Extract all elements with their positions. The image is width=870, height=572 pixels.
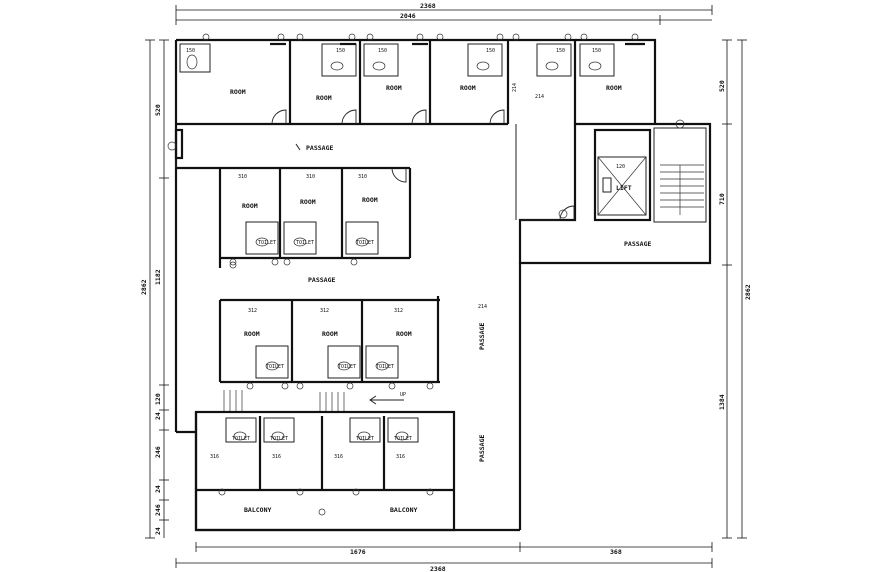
toilet-label-bot-1: TOILET bbox=[232, 436, 250, 442]
dim-label-bottom-right: 368 bbox=[610, 548, 622, 556]
room-label-mid-2: ROOM bbox=[300, 198, 316, 206]
middle-passage: PASSAGE bbox=[220, 261, 440, 302]
bath-size-top-2: 150 bbox=[486, 48, 495, 54]
middle-room-row-1: ROOM ROOM ROOM 310 310 310 TOILET TOILET… bbox=[218, 166, 412, 268]
right-dimension-parts: 520 710 1384 bbox=[718, 39, 732, 539]
toilet-label-mid-6: TOILET bbox=[376, 364, 394, 370]
bottom-dimension-overall: 2368 bbox=[175, 558, 713, 572]
dim-label-left-f: 24 bbox=[154, 527, 162, 535]
bottom-dimension-split: 1676 368 bbox=[195, 542, 713, 556]
stair-up-label: UP bbox=[400, 392, 406, 398]
room-label-mid-1: ROOM bbox=[242, 202, 258, 210]
lift-size: 120 bbox=[616, 164, 625, 170]
upper-passage: PASSAGE bbox=[167, 128, 333, 160]
room-label-mid-6: ROOM bbox=[396, 330, 412, 338]
toilet-label-bot-3: TOILET bbox=[356, 436, 374, 442]
room-size-mid-5: 312 bbox=[320, 308, 329, 314]
dim-label-left-mid: 1182 bbox=[154, 269, 162, 285]
lift-label: LIFT bbox=[616, 184, 632, 192]
dim-label-bottom-overall: 2368 bbox=[430, 565, 446, 572]
dim-label-right-overall: 2862 bbox=[744, 284, 752, 300]
toilet-label-bot-2: TOILET bbox=[270, 436, 288, 442]
service-corridor bbox=[515, 124, 575, 221]
dim-label-left-b: 120 bbox=[154, 393, 162, 405]
dim-label-left-c: 246 bbox=[154, 446, 162, 458]
room-label-top-4: ROOM bbox=[460, 84, 476, 92]
room-size-mid-1: 310 bbox=[238, 174, 247, 180]
left-dimension-overall: 2862 bbox=[140, 39, 155, 539]
side-size-top: 214 bbox=[535, 94, 544, 100]
toilet-label-mid-2: TOILET bbox=[296, 240, 314, 246]
room-size-mid-2: 310 bbox=[306, 174, 315, 180]
balcony-label-2: BALCONY bbox=[390, 506, 417, 514]
stair-landing: UP bbox=[223, 390, 406, 412]
room-size-bot-3: 316 bbox=[334, 454, 343, 460]
passage-label-lift: PASSAGE bbox=[624, 240, 651, 248]
toilet-label-mid-5: TOILET bbox=[338, 364, 356, 370]
bottom-room-row: 316 316 316 316 TOILET TOILET TOILET TOI… bbox=[194, 410, 486, 532]
toilet-label-mid-4: TOILET bbox=[266, 364, 284, 370]
room-label-mid-4: ROOM bbox=[244, 330, 260, 338]
outer-walls bbox=[174, 38, 712, 532]
dim-label-right-top: 520 bbox=[718, 80, 726, 92]
room-size-bot-2: 316 bbox=[272, 454, 281, 460]
lift-stair-core: LIFT 120 PASSAGE bbox=[593, 119, 707, 248]
left-dimension-parts: 520 1182 24 120 246 24 246 24 bbox=[154, 39, 169, 538]
side-size-mid: 214 bbox=[478, 304, 487, 310]
top-dimension-overall: 2368 bbox=[175, 2, 713, 15]
room-label-mid-5: ROOM bbox=[322, 330, 338, 338]
toilet-label-mid-3: TOILET bbox=[356, 240, 374, 246]
middle-room-row-2: ROOM ROOM ROOM 312 312 312 TOILET TOILET… bbox=[218, 296, 487, 390]
dim-label-left-e: 246 bbox=[154, 504, 162, 516]
dim-label-left-top: 520 bbox=[154, 104, 162, 116]
balcony-label-1: BALCONY bbox=[244, 506, 271, 514]
dim-label-right-mid: 710 bbox=[718, 193, 726, 205]
room-label-top-2: ROOM bbox=[316, 94, 332, 102]
side-size-top-v: 214 bbox=[512, 83, 518, 92]
top-room-row: ROOM ROOM ROOM ROOM ROOM 150 150 150 150… bbox=[179, 33, 645, 125]
dim-label-top-overall: 2368 bbox=[420, 2, 436, 10]
dim-label-left-d: 24 bbox=[154, 485, 162, 493]
room-label-top-1: ROOM bbox=[230, 88, 246, 96]
toilet-label-bot-4: TOILET bbox=[394, 436, 412, 442]
dim-label-left-a: 24 bbox=[154, 412, 162, 420]
right-dimension-overall: 2862 bbox=[737, 39, 752, 539]
bath-size-top-3: 150 bbox=[556, 48, 565, 54]
bath-size-top-6: 150 bbox=[378, 48, 387, 54]
room-size-mid-4: 312 bbox=[248, 308, 257, 314]
bath-size-top-4: 150 bbox=[592, 48, 601, 54]
bath-size-top-5: 150 bbox=[336, 48, 345, 54]
passage-label-1: PASSAGE bbox=[306, 144, 333, 152]
room-size-mid-3: 310 bbox=[358, 174, 367, 180]
dim-label-top-inner: 2046 bbox=[400, 12, 416, 20]
room-size-bot-4: 316 bbox=[396, 454, 405, 460]
dim-label-right-low: 1384 bbox=[718, 394, 726, 410]
room-label-top-3: ROOM bbox=[386, 84, 402, 92]
toilet-label-mid-1: TOILET bbox=[258, 240, 276, 246]
passage-label-3: PASSAGE bbox=[478, 323, 486, 350]
room-size-bot-1: 316 bbox=[210, 454, 219, 460]
passage-label-4: PASSAGE bbox=[478, 435, 486, 462]
passage-label-2: PASSAGE bbox=[308, 276, 335, 284]
room-label-top-5: ROOM bbox=[606, 84, 622, 92]
room-size-mid-6: 312 bbox=[394, 308, 403, 314]
bath-size-top-1: 150 bbox=[186, 48, 195, 54]
room-label-mid-3: ROOM bbox=[362, 196, 378, 204]
dim-label-left-overall: 2862 bbox=[140, 279, 148, 295]
dim-label-bottom-left: 1676 bbox=[350, 548, 366, 556]
top-dimension-inner: 2046 bbox=[175, 12, 712, 25]
